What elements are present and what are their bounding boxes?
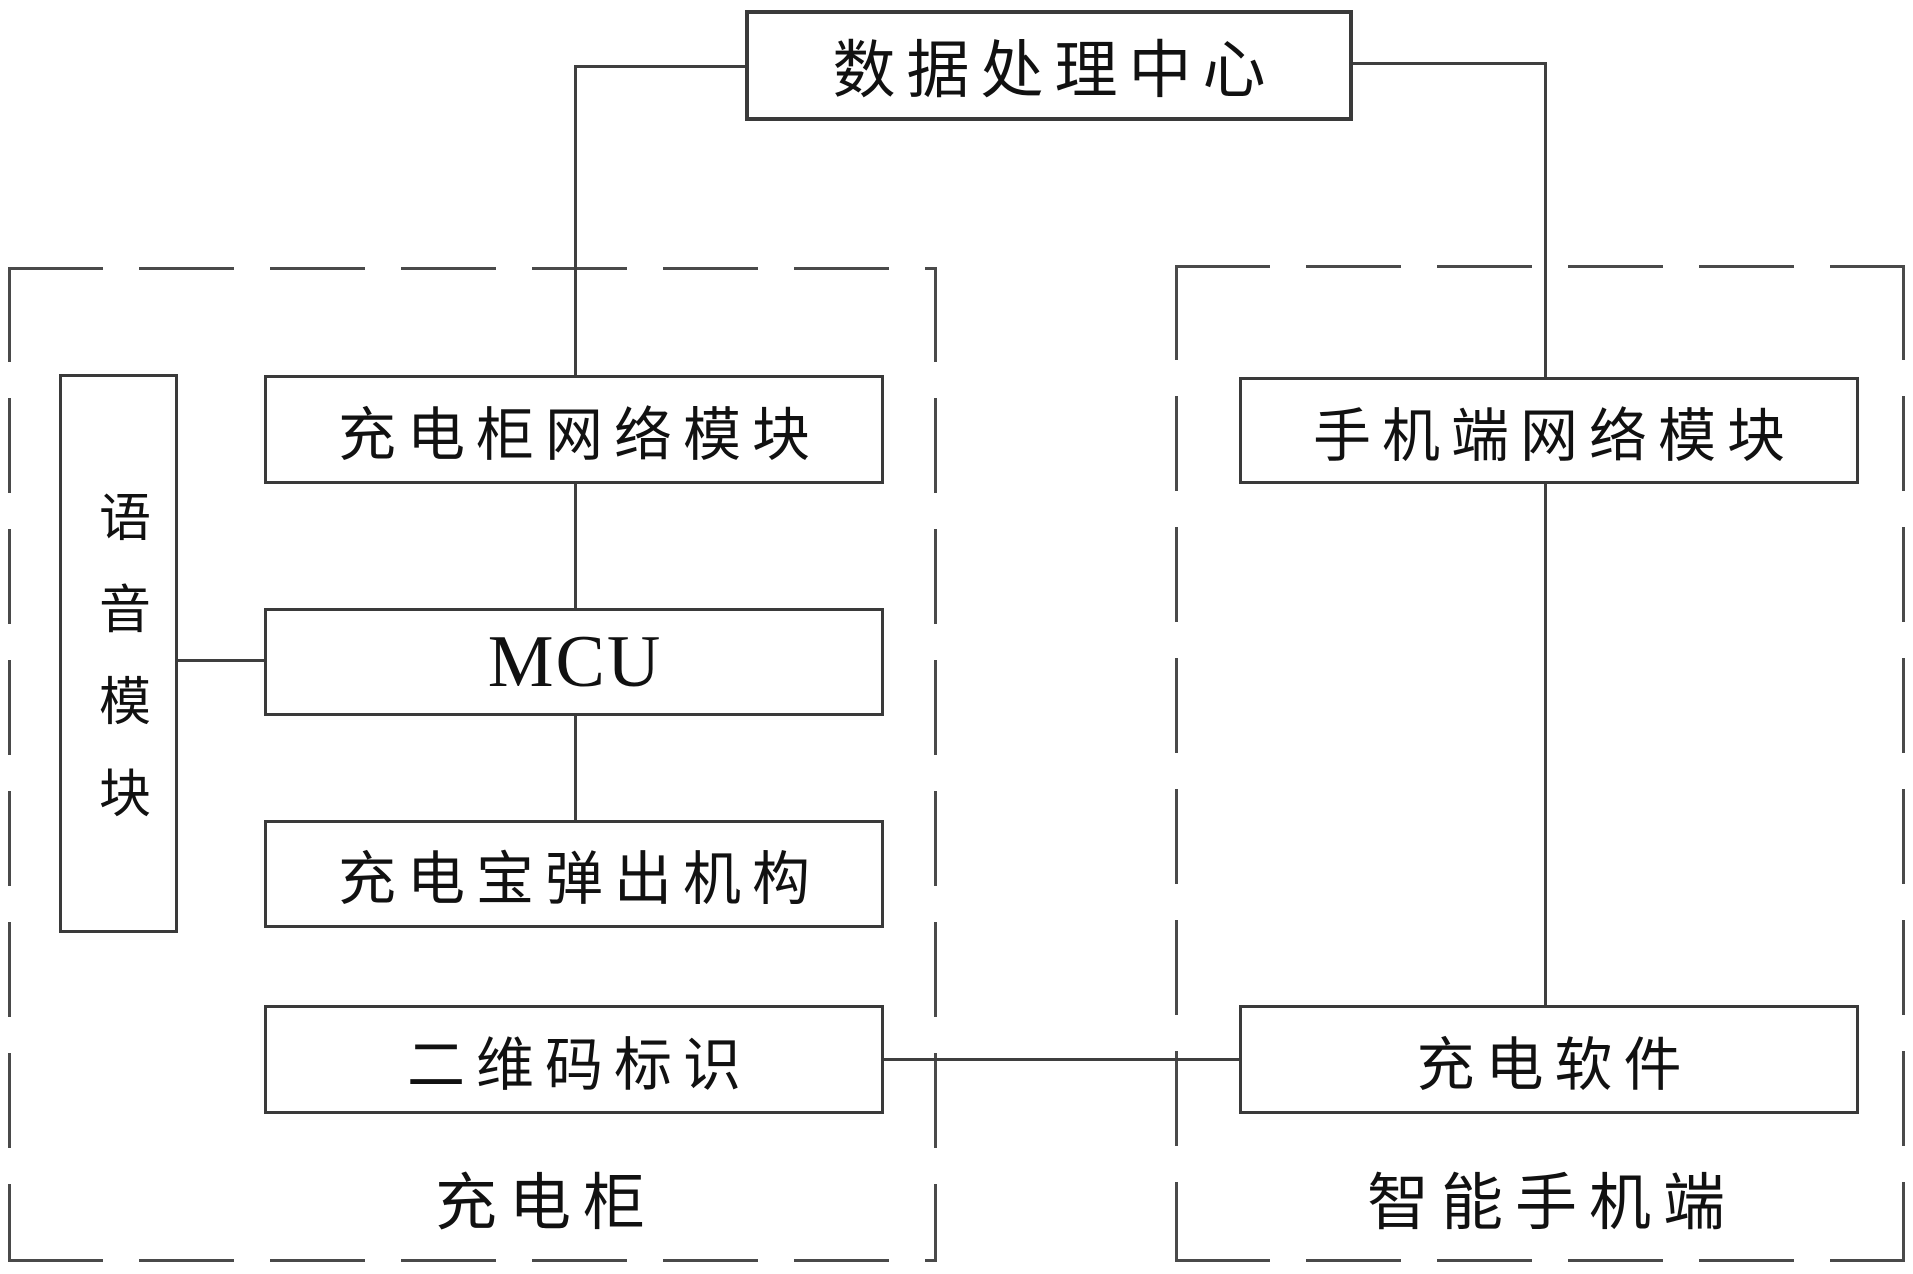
- dashed-border-left: [1175, 265, 1178, 1262]
- dashed-border-right: [934, 267, 937, 1262]
- connector-qrcode-to-software: [883, 1058, 1240, 1061]
- charging-cabinet-container: [8, 267, 937, 1262]
- phone-network-module-box: 手机端网络模块: [1239, 377, 1859, 484]
- connector-voice-to-mcu: [177, 659, 265, 662]
- dashed-border-bottom: [1175, 1259, 1905, 1262]
- connector-datacenter-to-cabinet-horizontal: [574, 65, 746, 68]
- powerbank-eject-mechanism-box: 充电宝弹出机构: [264, 820, 884, 928]
- data-processing-center-box: 数据处理中心: [745, 10, 1353, 121]
- charging-software-box: 充电软件: [1239, 1005, 1859, 1114]
- connector-datacenter-to-phone-horizontal: [1351, 62, 1547, 65]
- connector-cabinetnetwork-to-mcu: [574, 483, 577, 609]
- dashed-border-left: [8, 267, 11, 1262]
- mcu-box: MCU: [264, 608, 884, 716]
- voice-module-box: 语音模块: [59, 374, 178, 933]
- dashed-border-right: [1902, 265, 1905, 1262]
- cabinet-network-module-box: 充电柜网络模块: [264, 375, 884, 484]
- dashed-border-bottom: [8, 1259, 937, 1262]
- connector-mcu-to-eject: [574, 715, 577, 821]
- connector-datacenter-to-phone-vertical: [1544, 62, 1547, 378]
- smartphone-label: 智能手机端: [1366, 1170, 1737, 1238]
- dashed-border-top: [8, 267, 937, 270]
- smartphone-container: [1175, 265, 1905, 1262]
- connector-datacenter-to-cabinet-vertical: [574, 65, 577, 376]
- voice-module-label: 语音模块: [90, 489, 148, 858]
- charging-cabinet-label: 充电柜: [434, 1170, 657, 1238]
- connector-phonenetwork-to-software: [1544, 483, 1547, 1006]
- dashed-border-top: [1175, 265, 1905, 268]
- qr-code-identifier-box: 二维码标识: [264, 1005, 884, 1114]
